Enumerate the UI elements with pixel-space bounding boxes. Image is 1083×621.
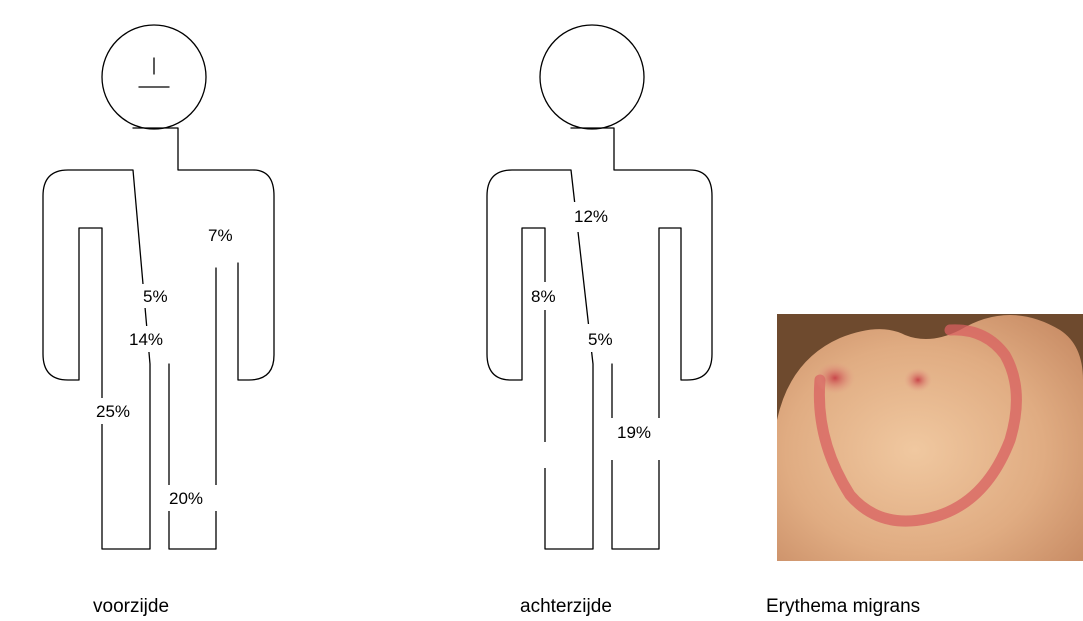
caption-photo: Erythema migrans — [766, 596, 920, 617]
back-label-upper-back: 12% — [574, 207, 608, 226]
front-label-thigh: 25% — [96, 402, 130, 421]
front-body-figure: 7% 5% 14% 25% 20% — [43, 25, 274, 549]
front-label-groin: 14% — [129, 330, 163, 349]
back-head — [540, 25, 644, 129]
front-label-abdomen: 5% — [143, 287, 168, 306]
back-label-arm: 8% — [531, 287, 556, 306]
front-head — [102, 25, 206, 129]
back-label-leg: 19% — [617, 423, 651, 442]
caption-back: achterzijde — [520, 596, 612, 617]
front-label-lower-leg: 20% — [169, 489, 203, 508]
front-face-mark — [139, 58, 169, 87]
caption-front: voorzijde — [93, 596, 169, 617]
erythema-migrans-photo — [777, 314, 1083, 561]
front-label-shoulder: 7% — [208, 226, 233, 245]
back-body-figure: 12% 8% 5% 19% — [487, 25, 712, 549]
back-label-buttocks: 5% — [588, 330, 613, 349]
